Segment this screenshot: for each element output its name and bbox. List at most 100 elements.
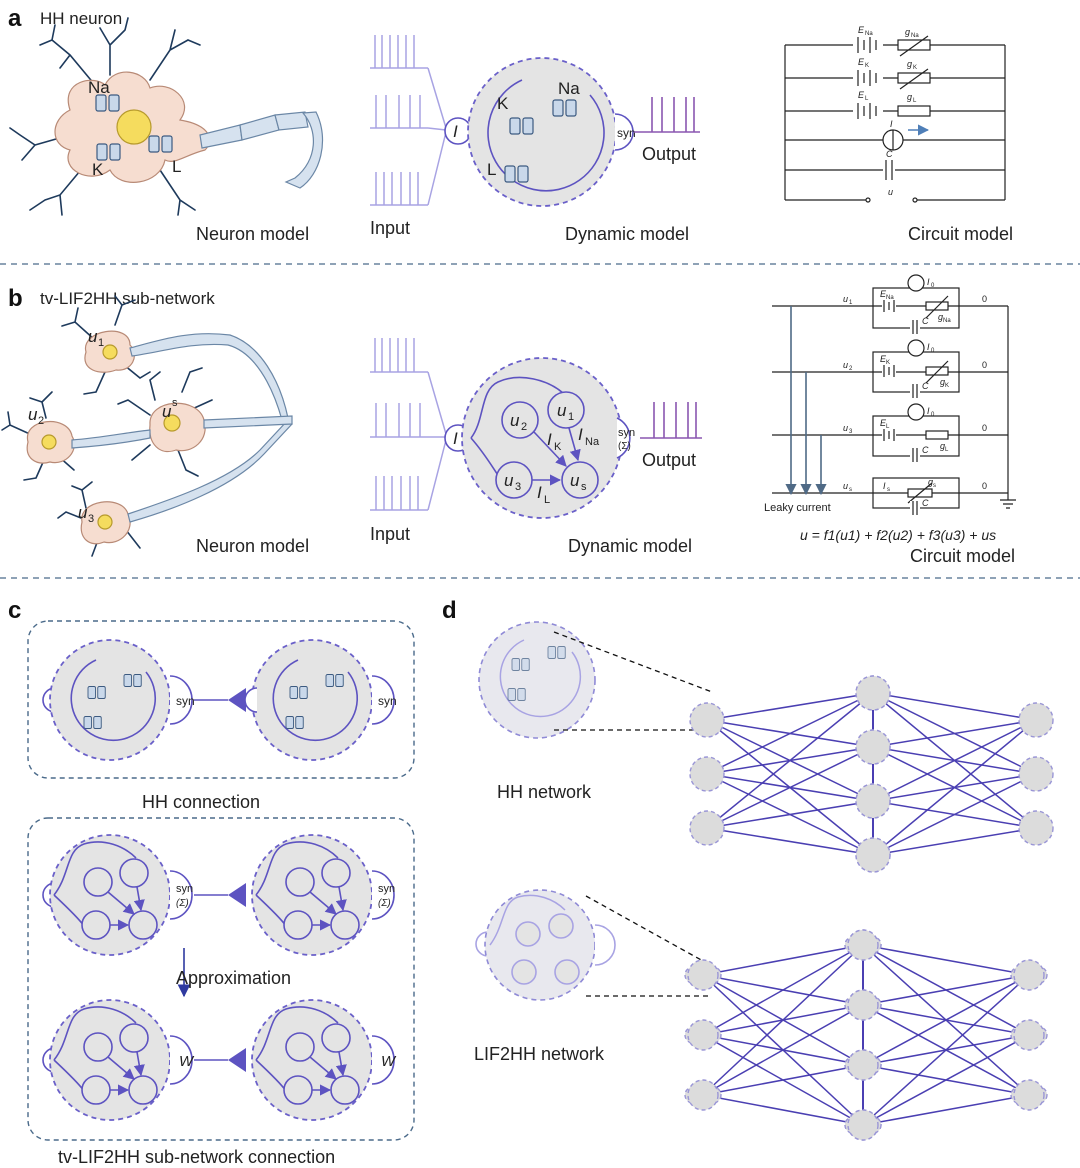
- circuit-a-gl-sub: L: [913, 98, 917, 104]
- ckt-b-row2-esub: L: [886, 424, 890, 430]
- ckt-b-row2-gsub: L: [945, 447, 949, 453]
- caption-circuit-model-a: Circuit model: [908, 224, 1013, 244]
- subnet-us: u: [162, 402, 172, 421]
- circuit-a-gk: g: [907, 59, 912, 69]
- c-sigma-2: (Σ): [378, 898, 391, 909]
- ckt-b-row0-g: g: [938, 312, 943, 322]
- dyn-b-ik-sub: K: [554, 441, 562, 453]
- subnetwork-connection-diagram: syn (Σ) syn (Σ): [42, 834, 397, 1121]
- network-node-2-1-part-2: [847, 989, 879, 1021]
- subnet-u1: u: [88, 327, 98, 346]
- network-edge-2-0-0: [872, 692, 1037, 721]
- dyn-b-ik: I: [547, 430, 552, 449]
- network-node-2-3: [855, 837, 891, 873]
- caption-neuron-model-b: Neuron model: [196, 536, 309, 556]
- ckt-b-row2-g: g: [940, 441, 945, 451]
- network-edge-0-2-3: [706, 827, 874, 856]
- network-edge-0-2-1: [706, 746, 874, 829]
- hh-connection-diagram: syn syn: [42, 639, 397, 761]
- dynamic-model-b: I u 2 u 1 u 3 u s I K I Na I L sy: [444, 357, 702, 519]
- network-node-0-0: [689, 702, 725, 738]
- panel-letter-a: a: [8, 5, 22, 32]
- ckt-b-row0-zero: 0: [982, 294, 987, 304]
- circuit-a-gk-sub: K: [913, 65, 917, 71]
- network-edge-2-3-2: [862, 1094, 1030, 1126]
- panel-a-title: HH neuron: [40, 9, 122, 28]
- ckt-b-row3-srcsub: s: [887, 487, 890, 493]
- ckt-b-row3-u: u: [843, 481, 848, 491]
- input-current-label-b: I: [453, 429, 458, 448]
- caption-neuron-model-a: Neuron model: [196, 224, 309, 244]
- channel-label-l: L: [172, 157, 181, 176]
- ckt-b-row0-gsub: Na: [943, 318, 951, 324]
- circuit-a-gl: g: [907, 92, 912, 102]
- c-syn-4: syn: [378, 883, 395, 895]
- dyn-b-us-sub: s: [581, 481, 587, 493]
- caption-dynamic-model-b: Dynamic model: [568, 536, 692, 556]
- lif-network-label: LIF2HH network: [474, 1044, 605, 1064]
- circuit-model-b: u 1 u 2 u 3 u s I 0 I 0 I 0 I s E Na E K…: [764, 274, 1016, 543]
- ckt-b-row2-e: E: [880, 418, 887, 428]
- c-syn-2: syn: [378, 694, 397, 708]
- dyn-channel-na: Na: [558, 79, 580, 98]
- circuit-a-ek-sub: K: [865, 63, 869, 69]
- network-node-3-0: [1018, 702, 1054, 738]
- ckt-b-row0-srcsub: 0: [931, 283, 935, 289]
- network-node-0-1: [689, 756, 725, 792]
- dyn-b-u3: u: [504, 471, 514, 490]
- network-node-2-1: [855, 729, 891, 765]
- leaky-current-label: Leaky current: [764, 502, 831, 514]
- circuit-a-el-sub: L: [865, 96, 869, 102]
- caption-dynamic-model-a: Dynamic model: [565, 224, 689, 244]
- network-edge-2-2-0: [872, 719, 1037, 802]
- hh-network-zoom: [478, 621, 713, 739]
- network-node-0-1-part-2: [687, 1019, 719, 1051]
- subnet-u2-sub: 2: [38, 415, 44, 427]
- input-spikes-a: [370, 35, 447, 206]
- network-node-3-1-part-2: [1013, 1019, 1045, 1051]
- network-edge-2-3-0: [862, 974, 1030, 1126]
- panel-a: a HH neuron Na K L Neuron model Input: [8, 5, 1013, 244]
- lif-network-graph: [684, 929, 1048, 1141]
- network-edge-2-3-0: [872, 719, 1037, 856]
- dyn-b-ina: I: [578, 425, 583, 444]
- circuit-a-i: I: [890, 119, 893, 129]
- panel-letter-d: d: [442, 597, 457, 624]
- syn-label-a: syn: [617, 126, 636, 140]
- ckt-b-row3-usub: s: [849, 487, 852, 493]
- network-edge-0-0-0: [706, 692, 874, 721]
- ckt-b-row1-src: I: [927, 342, 930, 352]
- c-weight-2: W: [381, 1053, 397, 1070]
- network-edge-0-2-0: [702, 944, 864, 1096]
- ckt-b-row0-u: u: [843, 294, 848, 304]
- network-edge-2-2-0: [862, 974, 1030, 1066]
- dyn-b-il-sub: L: [544, 494, 550, 506]
- output-label-a: Output: [642, 144, 696, 164]
- dyn-b-u1: u: [557, 401, 567, 420]
- panel-b: b tv-LIF2HH sub-network u 1 u 2 u s: [1, 274, 1016, 566]
- network-node-0-2: [689, 810, 725, 846]
- ckt-b-row3-g: g: [928, 477, 933, 487]
- ckt-b-row2-c: C: [922, 445, 929, 455]
- c-syn-3: syn: [176, 883, 193, 895]
- network-edge-2-0-0: [862, 944, 1030, 976]
- subnet-u2: u: [28, 405, 38, 424]
- circuit-a-ek: E: [858, 57, 865, 67]
- ckt-b-row1-zero: 0: [982, 360, 987, 370]
- dyn-b-il: I: [537, 483, 542, 502]
- ckt-b-row0-esub: Na: [886, 295, 894, 301]
- ckt-b-row1-e: E: [880, 354, 887, 364]
- ckt-b-row3-src: I: [883, 481, 886, 491]
- circuit-a-el: E: [858, 90, 865, 100]
- network-node-3-2: [1018, 810, 1054, 846]
- input-current-label-a: I: [453, 122, 458, 141]
- circuit-equation: u = f1(u1) + f2(u2) + f3(u3) + us: [800, 527, 996, 543]
- subnet-u1-sub: 1: [98, 337, 104, 349]
- ckt-b-row1-gsub: K: [945, 383, 949, 389]
- circuit-a-c: C: [886, 149, 893, 159]
- hh-connection-box: [27, 620, 415, 779]
- dynamic-model-a: I K Na L syn: [444, 57, 700, 207]
- syn-sigma-b: (Σ): [618, 441, 631, 452]
- dyn-b-u2-sub: 2: [521, 421, 527, 433]
- network-edge-2-3-1: [872, 773, 1037, 856]
